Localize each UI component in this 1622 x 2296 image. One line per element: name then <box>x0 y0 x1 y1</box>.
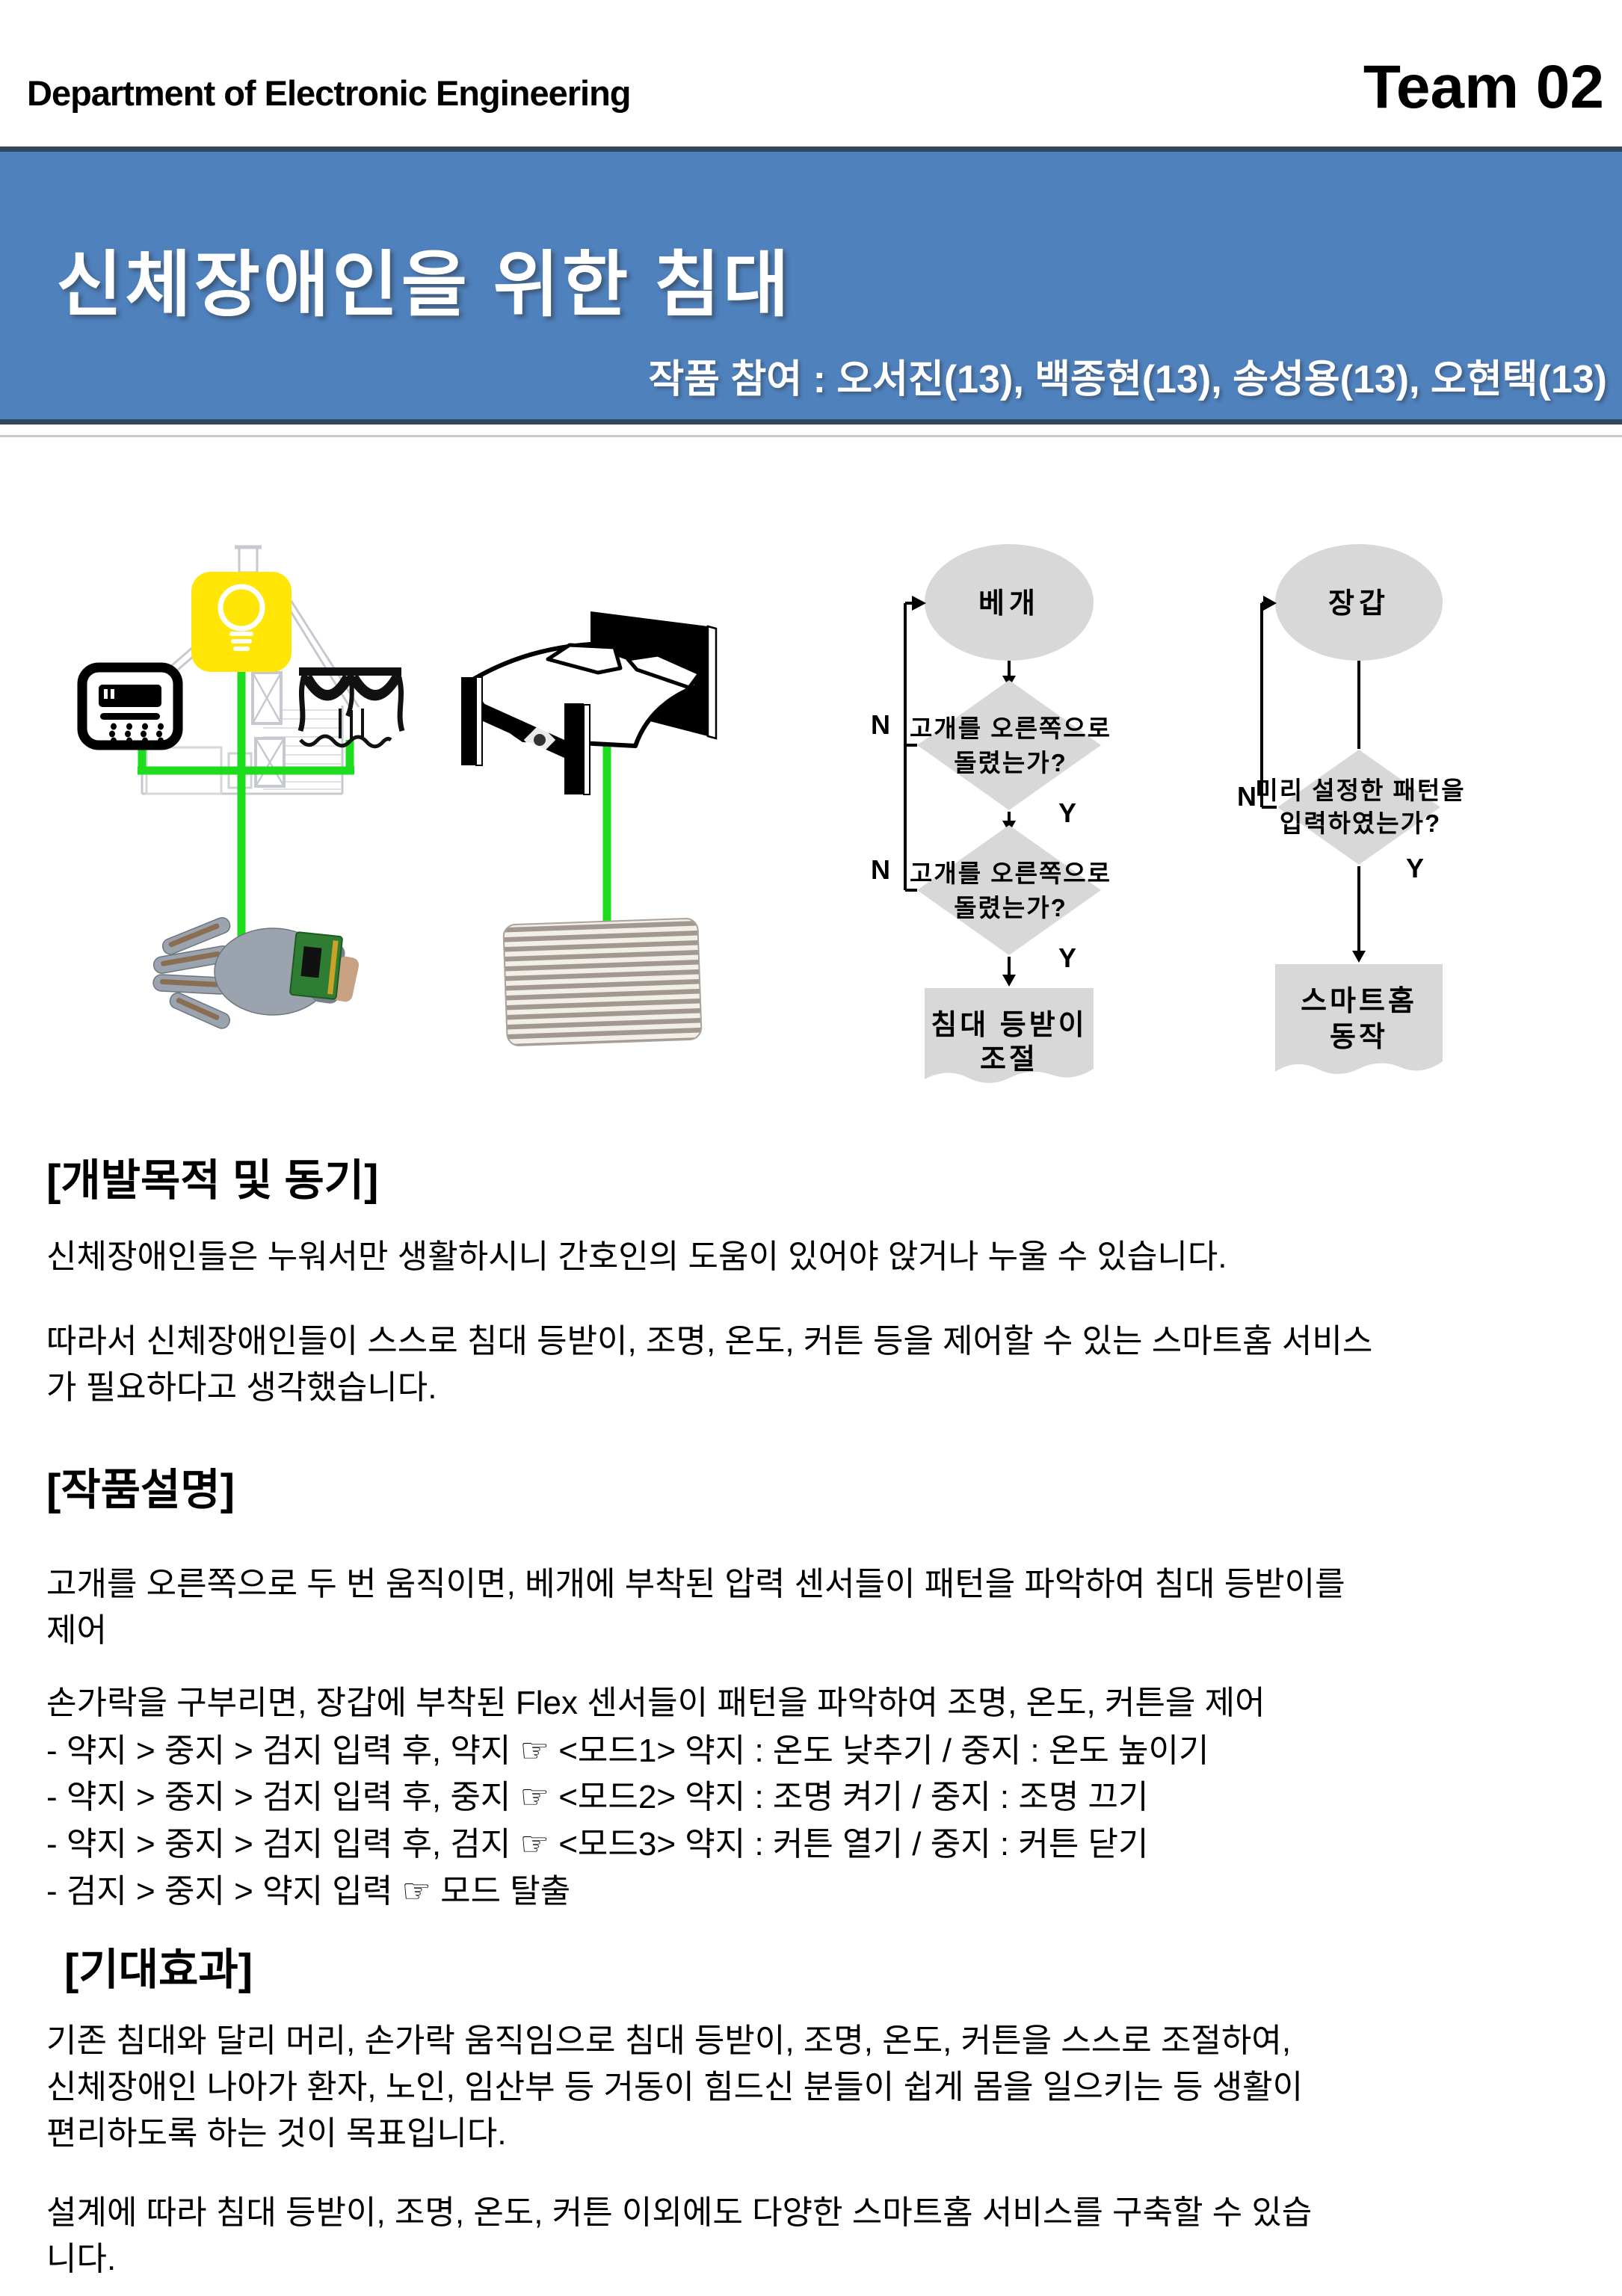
flow-n1-label: N <box>871 709 890 740</box>
flow-start-pillow <box>925 544 1094 661</box>
smart-home-connectors <box>138 643 611 940</box>
mode-list-item: - 약지 > 중지 > 검지 입력 후, 약지 ☞ <모드1> 약지 : 온도 … <box>46 1732 1209 1769</box>
flow-q1-line1: 고개를 오른쪽으로 <box>910 715 1111 742</box>
effect-paragraph-line: 신체장애인 나아가 환자, 노인, 임산부 등 거동이 힘드신 분들이 쉽게 몸… <box>46 2069 1304 2105</box>
effect-heading: [기대효과] <box>64 1945 253 1994</box>
flow-start-glove-label: 장갑 <box>1328 588 1390 620</box>
effect-paragraph-line: 니다. <box>46 2241 117 2277</box>
flow-end-pillow <box>925 988 1094 1083</box>
bed-illustration <box>461 611 718 795</box>
flow-q1-line2: 돌렸는가? <box>954 749 1067 777</box>
figure-band: 베개 고개를 오른쪽으로 돌렸는가? 고개를 오른쪽으로 돌렸는 <box>77 544 1465 1083</box>
flow-decision-glove <box>1277 750 1440 865</box>
description-heading: [작품설명] <box>46 1466 235 1514</box>
flow-n2-label: N <box>871 854 890 885</box>
page-title: 신체장애인을 위한 침대 <box>56 245 792 325</box>
pillow-illustration <box>502 918 703 1046</box>
flow-glove-lines <box>1260 602 1360 952</box>
sensor-glove-illustration <box>152 917 360 1029</box>
flow-y2-label: Y <box>1058 942 1076 973</box>
flow-q2-line2: 돌렸는가? <box>954 894 1067 922</box>
flow-end-pillow-line1: 침대 등받이 <box>931 1010 1087 1041</box>
mode-list-item: - 약지 > 중지 > 검지 입력 후, 중지 ☞ <모드2> 약지 : 조명 … <box>46 1779 1149 1815</box>
purpose-heading: [개발목적 및 동기] <box>46 1156 379 1205</box>
flow-end-glove-line2: 동작 <box>1330 1022 1388 1053</box>
air-conditioner-icon <box>77 662 183 750</box>
curtain-icon <box>297 667 405 749</box>
description-paragraph-line: 제어 <box>46 1612 107 1649</box>
flow-n-glove-label: N <box>1237 781 1256 812</box>
flow-glove-arrowheads <box>1263 596 1366 963</box>
flow-decision2-pillow <box>917 825 1101 955</box>
purpose-paragraph-line: 신체장애인들은 누워서만 생활하시니 간호인의 도움이 있어야 앉거나 누울 수… <box>46 1238 1227 1275</box>
flow-q-glove-line1: 미리 설정한 패턴을 <box>1255 777 1465 804</box>
flow-decision1-pillow <box>917 680 1101 810</box>
team-label: Team 02 <box>1363 53 1604 121</box>
flow-end-glove <box>1275 964 1443 1074</box>
flow-y-glove-label: Y <box>1406 853 1424 883</box>
title-banner: 신체장애인을 위한 침대 작품 참여 : 오서진(13), 백종현(13), 송… <box>0 146 1622 425</box>
mode-list-item: - 검지 > 중지 > 약지 입력 ☞ 모드 탈출 <box>46 1873 571 1910</box>
department-title: Department of Electronic Engineering <box>27 73 632 113</box>
flow-q2-line1: 고개를 오른쪽으로 <box>910 860 1111 887</box>
glove-pcb <box>289 931 343 1000</box>
mode-list-item: - 약지 > 중지 > 검지 입력 후, 검지 ☞ <모드3> 약지 : 커튼 … <box>46 1826 1149 1863</box>
description-paragraph-line: 고개를 오른쪽으로 두 번 움직이면, 베개에 부착된 압력 센서들이 패턴을 … <box>46 1566 1345 1602</box>
lightbulb-icon <box>191 572 292 672</box>
flow-pillow-lines <box>904 602 1011 976</box>
flow-end-glove-line1: 스마트홈 <box>1301 986 1417 1017</box>
flowchart-glove: 장갑 미리 설정한 패턴을 입력하였는가? N Y 스마트홈 동작 <box>1237 544 1465 1074</box>
flow-start-glove <box>1275 544 1443 661</box>
description-paragraph-line: 손가락을 구부리면, 장갑에 부착된 Flex 센서들이 패턴을 파악하여 조명… <box>46 1685 1265 1721</box>
authors-line: 작품 참여 : 오서진(13), 백종현(13), 송성용(13), 오현택(1… <box>648 358 1607 401</box>
flowchart-pillow: 베개 고개를 오른쪽으로 돌렸는가? 고개를 오른쪽으로 돌렸는 <box>871 544 1111 1083</box>
purpose-paragraph-line: 따라서 신체장애인들이 스스로 침대 등받이, 조명, 온도, 커튼 등을 제어… <box>46 1323 1373 1360</box>
flow-end-pillow-line2: 조절 <box>980 1044 1038 1076</box>
flow-start-pillow-label: 베개 <box>978 588 1040 620</box>
effect-paragraph-line: 기존 침대와 달리 머리, 손가락 움직임으로 침대 등받이, 조명, 온도, … <box>46 2022 1292 2059</box>
divider-line <box>0 435 1622 437</box>
purpose-paragraph-line: 가 필요하다고 생각했습니다. <box>46 1369 437 1406</box>
flow-y1-label: Y <box>1058 797 1076 828</box>
effect-paragraph-line: 편리하도록 하는 것이 목표입니다. <box>46 2115 507 2152</box>
effect-paragraph-line: 설계에 따라 침대 등받이, 조명, 온도, 커튼 이외에도 다양한 스마트홈 … <box>46 2194 1313 2231</box>
flow-q-glove-line2: 입력하였는가? <box>1280 809 1441 837</box>
